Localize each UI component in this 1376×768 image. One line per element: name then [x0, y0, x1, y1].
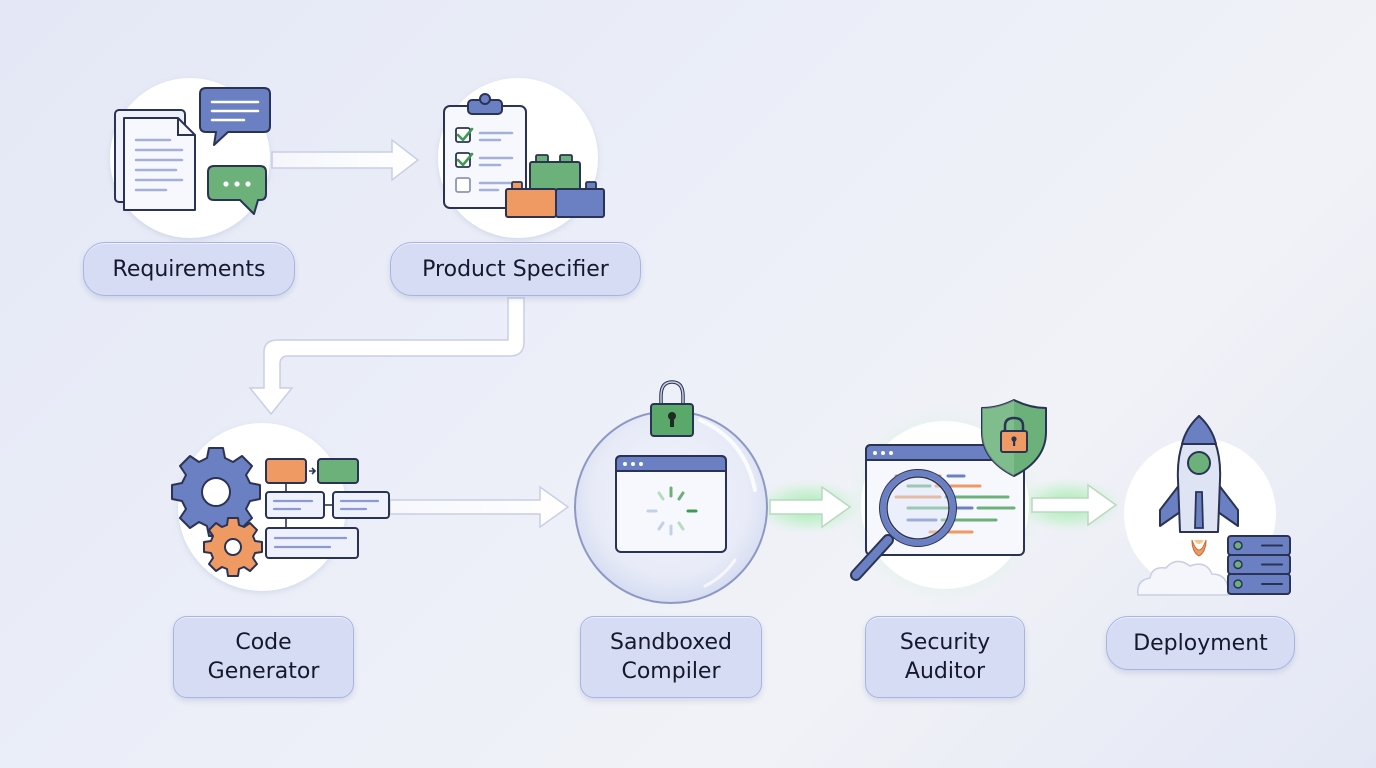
arrow-compiler-to-auditor [769, 485, 852, 529]
magnifying-glass-icon [850, 469, 957, 581]
chat-bubble-blue-icon [199, 87, 271, 146]
rocket-icon [1159, 415, 1239, 557]
padlock-icon [650, 380, 694, 437]
clipboard-icon [443, 93, 527, 209]
security-auditor-label-line2: Auditor [904, 659, 986, 684]
sandboxed-compiler-label-line2: Compiler [621, 659, 721, 684]
security-auditor-label-line1: Security [899, 630, 991, 655]
document-icon [114, 109, 196, 211]
sandboxed-compiler-label[interactable]: Sandboxed Compiler [580, 616, 762, 698]
window-icon [615, 455, 727, 553]
server-stack-icon [1227, 535, 1291, 595]
arrow-generator-to-compiler [389, 485, 570, 529]
smoke-cloud-icon [1137, 560, 1229, 596]
small-gear-icon [203, 517, 263, 577]
sandboxed-compiler-label-line1: Sandboxed [610, 630, 732, 655]
deployment-label[interactable]: Deployment [1106, 616, 1295, 670]
code-generator-node [171, 423, 390, 591]
code-generator-label-line1: Code [235, 630, 292, 655]
arrow-auditor-to-deployment [1031, 483, 1118, 527]
product-specifier-node [438, 78, 605, 238]
security-auditor-label[interactable]: Security Auditor [865, 616, 1025, 698]
chat-bubble-green-icon [207, 165, 267, 215]
requirements-node [110, 78, 271, 238]
code-generator-label-line2: Generator [207, 659, 320, 684]
security-auditor-node [850, 399, 1047, 589]
arrow-requirements-to-specifier [271, 138, 420, 182]
arrow-specifier-to-generator [248, 297, 525, 416]
sandboxed-compiler-node [574, 380, 768, 604]
code-generator-label[interactable]: Code Generator [173, 616, 354, 698]
requirements-label[interactable]: Requirements [83, 242, 295, 296]
flowchart-icon [265, 458, 390, 559]
building-blocks-icon [505, 154, 605, 218]
security-shield-icon [981, 399, 1047, 477]
loading-spinner-icon [646, 486, 698, 536]
product-specifier-label[interactable]: Product Specifier [390, 242, 641, 296]
deployment-node [1124, 415, 1291, 596]
